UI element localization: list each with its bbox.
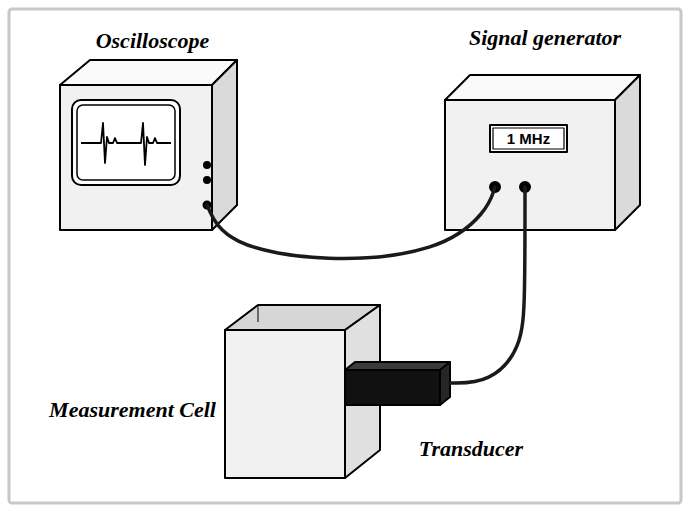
screen-inner	[77, 105, 175, 180]
block-top	[345, 362, 450, 370]
device-label: Oscilloscope	[96, 28, 210, 54]
box-front	[60, 85, 212, 230]
cell-front	[225, 330, 345, 478]
terminal	[490, 182, 500, 192]
box-side	[615, 75, 640, 230]
block-front	[345, 370, 440, 405]
oscilloscope-box: Oscilloscope	[55, 25, 245, 235]
text-holder: Oscilloscope	[60, 27, 245, 55]
cell-inner-edge	[258, 305, 259, 322]
device-label: Measurement Cell	[49, 397, 216, 423]
text-holder: 1 MHz	[490, 125, 567, 152]
cable	[450, 187, 525, 383]
device-drawing	[55, 25, 245, 235]
signal-generator-box: Signal generator 1 MHz	[440, 22, 650, 234]
device-label: Signal generator	[469, 25, 621, 51]
text-holder: Signal generator	[440, 24, 650, 52]
knob	[204, 162, 210, 168]
box-top	[445, 75, 640, 100]
display-frame	[490, 125, 567, 152]
frame	[9, 9, 681, 503]
cable	[207, 187, 495, 258]
box-side	[212, 60, 237, 230]
terminal	[520, 182, 530, 192]
input-port	[204, 202, 211, 209]
text-holder: Measurement Cell	[46, 382, 219, 438]
box-top	[60, 60, 237, 85]
transducer-block: Transducer	[340, 355, 540, 470]
measurement-cell: Measurement Cell	[50, 300, 385, 485]
device-drawing	[50, 300, 385, 485]
knob	[204, 177, 210, 183]
waveform	[81, 123, 171, 165]
device-drawing	[440, 22, 650, 234]
block-side	[440, 362, 450, 405]
frequency-display: 1 MHz	[507, 131, 550, 146]
screen-outer	[72, 100, 180, 185]
device-label: Transducer	[419, 436, 523, 462]
text-holder: Transducer	[402, 435, 540, 463]
box-front	[445, 100, 615, 230]
display-frame	[493, 128, 564, 149]
